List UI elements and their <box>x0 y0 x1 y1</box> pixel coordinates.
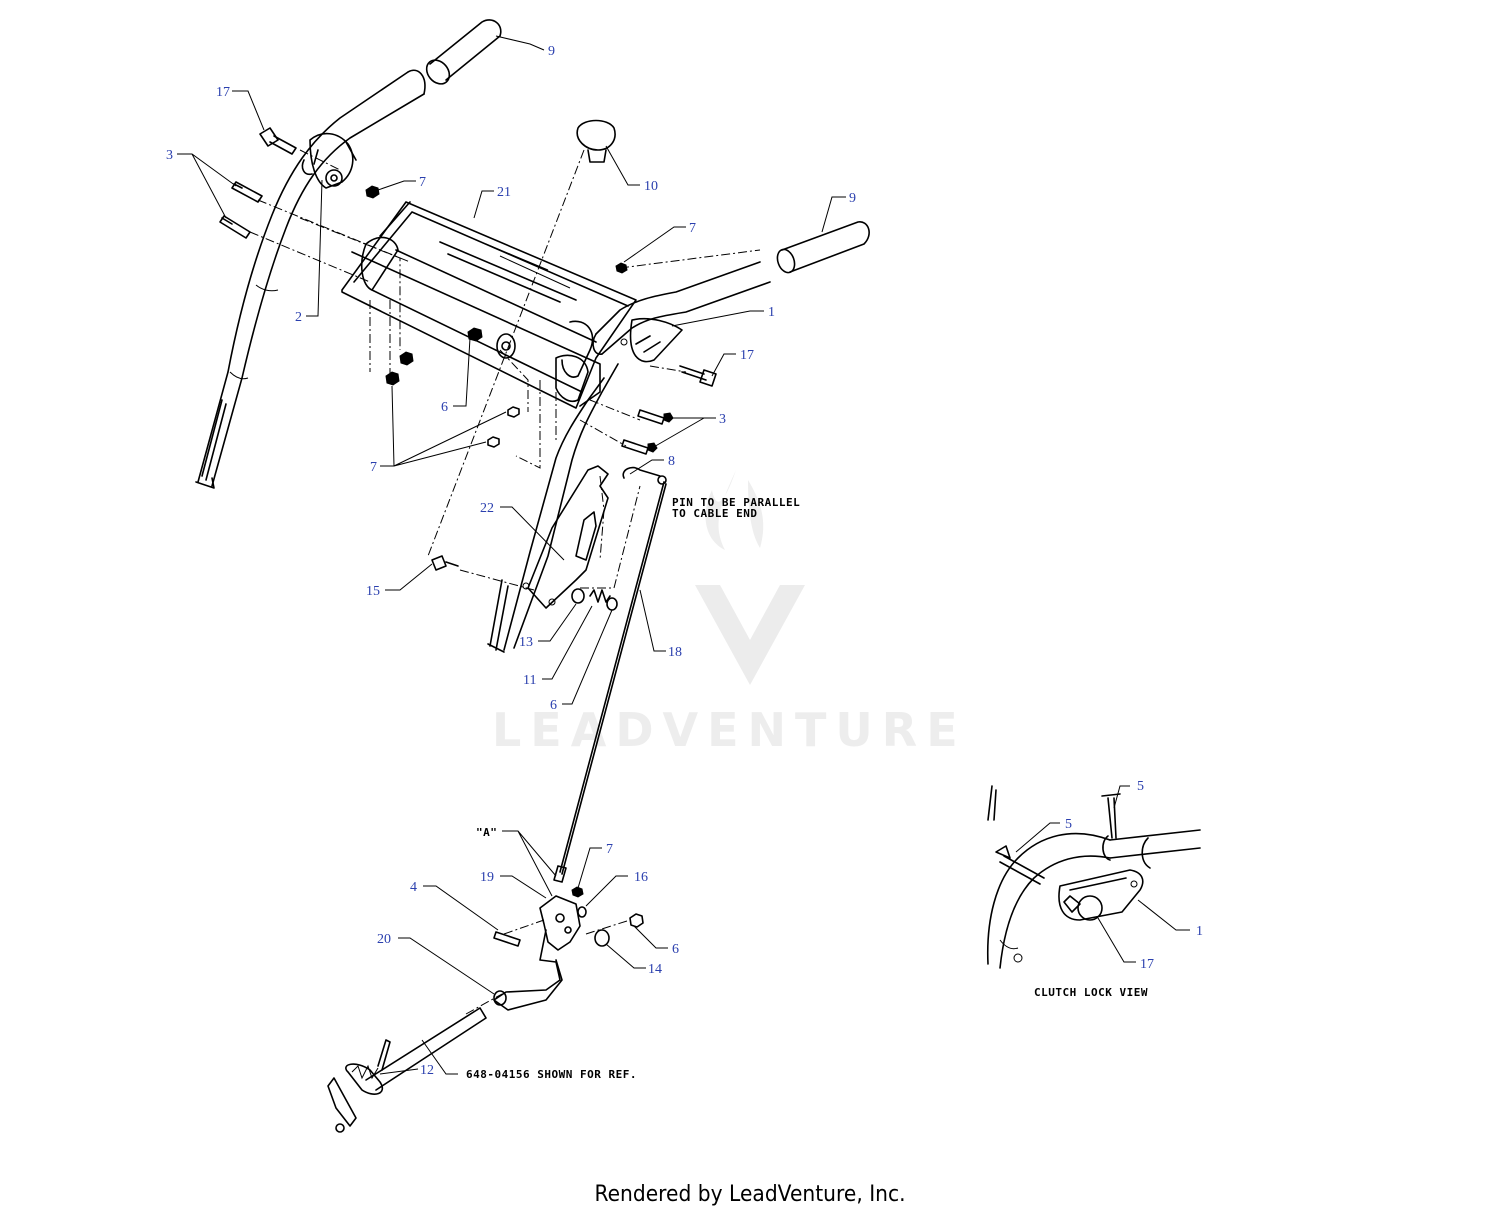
callout-5-pin-top: 5 <box>1137 779 1144 794</box>
handle-grip-right <box>776 221 870 274</box>
callout-10-knob: 10 <box>644 179 658 194</box>
bolts-3-right <box>621 409 674 455</box>
cotter-pin-8 <box>622 466 667 485</box>
bolt-17-upper <box>259 127 297 155</box>
note-pin-parallel-line2: TO CABLE END <box>672 507 757 520</box>
knob-10 <box>576 119 616 163</box>
callout-5-pin: 5 <box>1065 817 1072 832</box>
callout-3-bolts-left: 3 <box>166 148 173 163</box>
control-rod-18 <box>553 481 667 883</box>
callout-20-link: 20 <box>377 932 391 947</box>
callout-6-nut-linkage: 6 <box>672 942 679 957</box>
callout-7-nut-right: 7 <box>689 221 696 236</box>
callout-19-plate: 19 <box>480 870 494 885</box>
bracket-22 <box>522 465 609 609</box>
clutch-lock-view <box>986 785 1201 969</box>
callout-1-lever: 1 <box>768 305 775 320</box>
callout-7-nut-top: 7 <box>419 175 426 190</box>
callout-8-cotter-pin: 8 <box>668 454 675 469</box>
callout-17-bolt-detail: 17 <box>1140 957 1154 972</box>
bolts-3-left <box>219 181 263 239</box>
callout-15-screw: 15 <box>366 584 380 599</box>
callout-18-rod: 18 <box>668 645 682 660</box>
console-panel <box>341 201 637 409</box>
leadventure-watermark: LEADVENTURE <box>492 470 967 757</box>
render-credit-footer: Rendered by LeadVenture, Inc. <box>594 1182 906 1207</box>
callout-14-washer: 14 <box>648 962 662 977</box>
lower-linkage <box>493 886 644 1011</box>
callout-12-spring: 12 <box>420 1063 434 1078</box>
note-shown-for-ref: 648-04156 SHOWN FOR REF. <box>466 1068 637 1081</box>
callout-2-bracket: 2 <box>295 310 302 325</box>
note-pin-parallel-line1: PIN TO BE PARALLEL <box>672 496 800 509</box>
nut-7-b <box>385 371 400 386</box>
leader-lines <box>177 35 846 1075</box>
screw-15 <box>431 555 459 571</box>
callout-16-spacer: 16 <box>634 870 648 885</box>
pivot-hardware <box>571 588 618 611</box>
callout-6-nut: 6 <box>441 400 448 415</box>
handle-grip-left <box>425 19 502 85</box>
callout-9-grip-left: 9 <box>548 44 555 59</box>
note-detail-a: "A" <box>476 826 497 839</box>
callout-7-nut-linkage: 7 <box>606 842 613 857</box>
nut-7-d <box>487 436 500 448</box>
callout-6-nut-lower: 6 <box>550 698 557 713</box>
shaft-12 <box>327 1007 487 1133</box>
left-handle-assembly <box>195 69 426 489</box>
callout-3-bolts-right: 3 <box>719 412 726 427</box>
diagram-notes: PIN TO BE PARALLEL TO CABLE END "A" 648-… <box>466 496 1148 1081</box>
nut-7-a <box>399 351 414 366</box>
callout-17-bolt-left: 17 <box>216 85 230 100</box>
callout-7-nuts-lower: 7 <box>370 460 377 475</box>
callout-17-bolt-right: 17 <box>740 348 754 363</box>
bolt-17-right <box>679 365 717 387</box>
callout-4-bolt: 4 <box>410 880 417 895</box>
assembly-lines <box>249 149 761 1015</box>
callout-1-lever-detail: 1 <box>1196 924 1203 939</box>
callout-9-grip-right: 9 <box>849 191 856 206</box>
callout-11-spring: 11 <box>523 673 536 688</box>
watermark-text: LEADVENTURE <box>492 703 967 757</box>
callout-13-washer: 13 <box>519 635 533 650</box>
nut-7-top <box>365 185 380 199</box>
nut-7-c <box>507 406 520 418</box>
callout-21-console: 21 <box>497 185 511 200</box>
clutch-lock-view-caption: CLUTCH LOCK VIEW <box>1034 986 1148 999</box>
right-handle-assembly <box>487 261 771 653</box>
callout-22-bracket: 22 <box>480 501 494 516</box>
callout-labels: 9 17 3 7 21 10 2 7 9 1 17 6 3 7 8 22 15 … <box>166 44 1203 1078</box>
